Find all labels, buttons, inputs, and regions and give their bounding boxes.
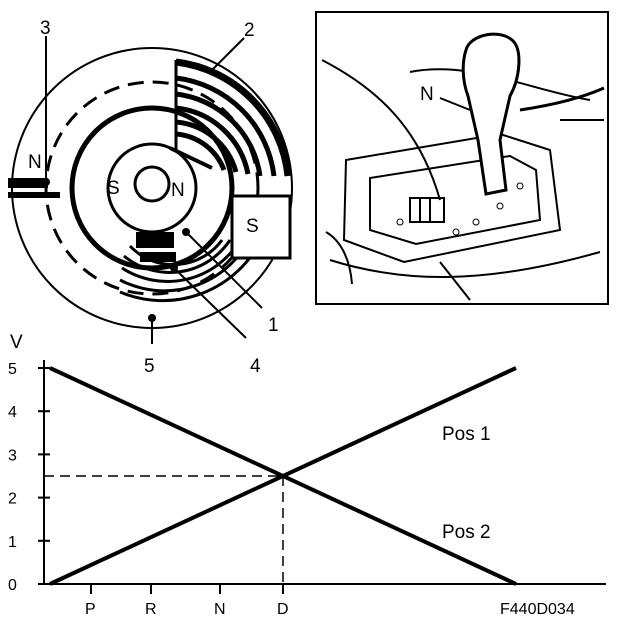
series-line-2 [49,366,517,586]
x-tick-label: D [277,601,289,618]
left-magnet-strip [8,192,60,198]
series-label-pos-1: Pos 1 [442,424,491,445]
upper-track-block [169,58,292,177]
right-pole-label: S [246,216,259,237]
shifter-inset: N [315,11,609,305]
y-tick-label: 4 [8,404,17,421]
shifter-label: N [420,84,434,105]
position-sensor-diagram: S N N S [8,18,293,377]
y-axis-label: V [10,332,23,353]
x-tick-label: R [145,601,157,618]
y-tick-label: 0 [8,577,17,594]
series-lines [49,366,517,586]
left-magnet-bar [8,178,48,188]
left-pole-label: N [28,152,42,173]
inset-frame [315,11,609,305]
y-tick-label: 1 [8,534,17,551]
center-north-label: N [171,180,185,201]
figure-code: F440D034 [500,601,575,618]
voltage-chart: V 0 1 2 3 4 5 P R N D Pos 1 Pos 2 [8,332,606,618]
x-tick-label: N [214,601,226,618]
y-tick-label: 5 [8,361,17,378]
y-ticks: 0 1 2 3 4 5 [8,361,50,594]
callout-2: 2 [244,20,255,41]
callout-4: 4 [250,356,261,377]
y-tick-label: 2 [8,491,17,508]
y-tick-label: 3 [8,447,17,464]
callout-3: 3 [40,18,51,39]
right-magnet-plate [230,194,292,260]
reference-lines [44,475,284,584]
x-tick-label: P [85,601,96,618]
shift-knob [461,32,521,196]
callout-5: 5 [144,356,155,377]
center-south-label: S [107,178,120,199]
callout-1: 1 [268,315,279,336]
series-label-pos-2: Pos 2 [442,522,491,543]
